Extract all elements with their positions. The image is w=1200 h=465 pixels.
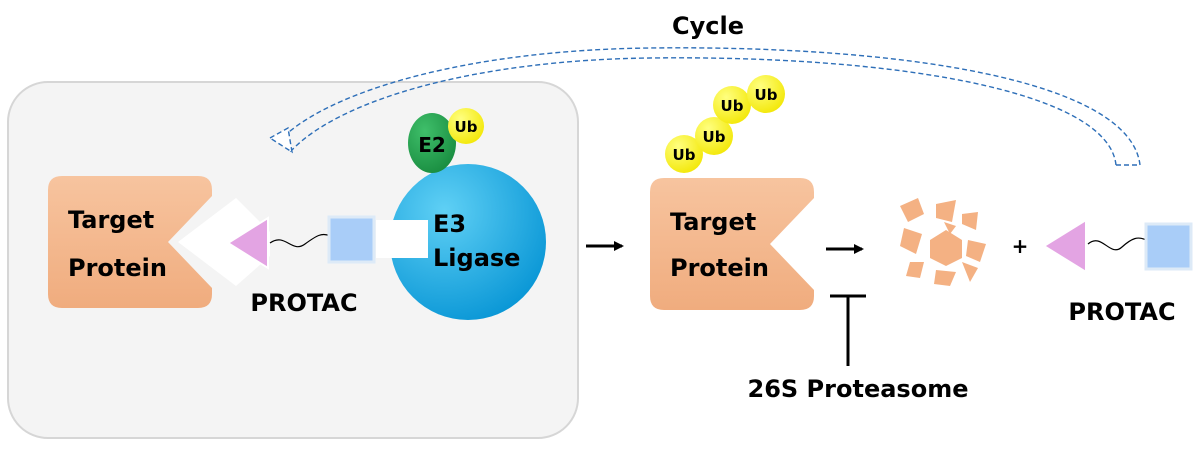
ub-2 [695,117,733,155]
degraded-peptide-fragments [900,198,986,286]
ub-target-protein-label-line2: Protein [670,254,769,282]
protac-linker [269,233,331,248]
e2-enzyme [408,113,456,173]
e3-ligase-circle [390,164,546,320]
ub-on-e2 [448,108,484,144]
ub-3-label: Ub [721,97,744,115]
ub-1-label: Ub [673,146,696,164]
ub-4-label: Ub [755,86,778,104]
ub-4 [747,75,785,113]
target-protein-shape [48,176,212,308]
protac-triangle-ligand [226,216,269,270]
protac-label: PROTAC [250,289,357,317]
target-protein-label-line2: Protein [68,254,167,282]
released-protac-linker [1087,237,1147,251]
released-protac-label: PROTAC [1068,298,1175,326]
target-protein-label-line1: Target [68,206,154,234]
polyubiquitin-chain: Ub Ub Ub Ub [665,75,785,173]
released-protac-square [1144,222,1193,271]
proteasome-label: 26S Proteasome [748,375,969,403]
released-protac-triangle [1042,218,1087,274]
ubiquitinated-target-protein-shape [650,178,814,310]
plus-sign: + [1012,234,1029,258]
e3-label-line1: E3 [433,210,466,238]
e3-label-line2: Ligase [433,244,520,272]
e3-binding-slot [376,220,428,258]
ub-2-label: Ub [703,128,726,146]
binding-pocket-highlight [178,198,270,286]
protac-square-ligand [327,215,376,264]
ub-on-e2-label: Ub [455,118,478,136]
ub-1 [665,135,703,173]
cycle-arrow [268,47,1141,166]
cycle-label: Cycle [672,12,744,40]
ub-target-protein-label-line1: Target [670,208,756,236]
ub-3 [713,86,751,124]
e2-label: E2 [418,133,446,157]
